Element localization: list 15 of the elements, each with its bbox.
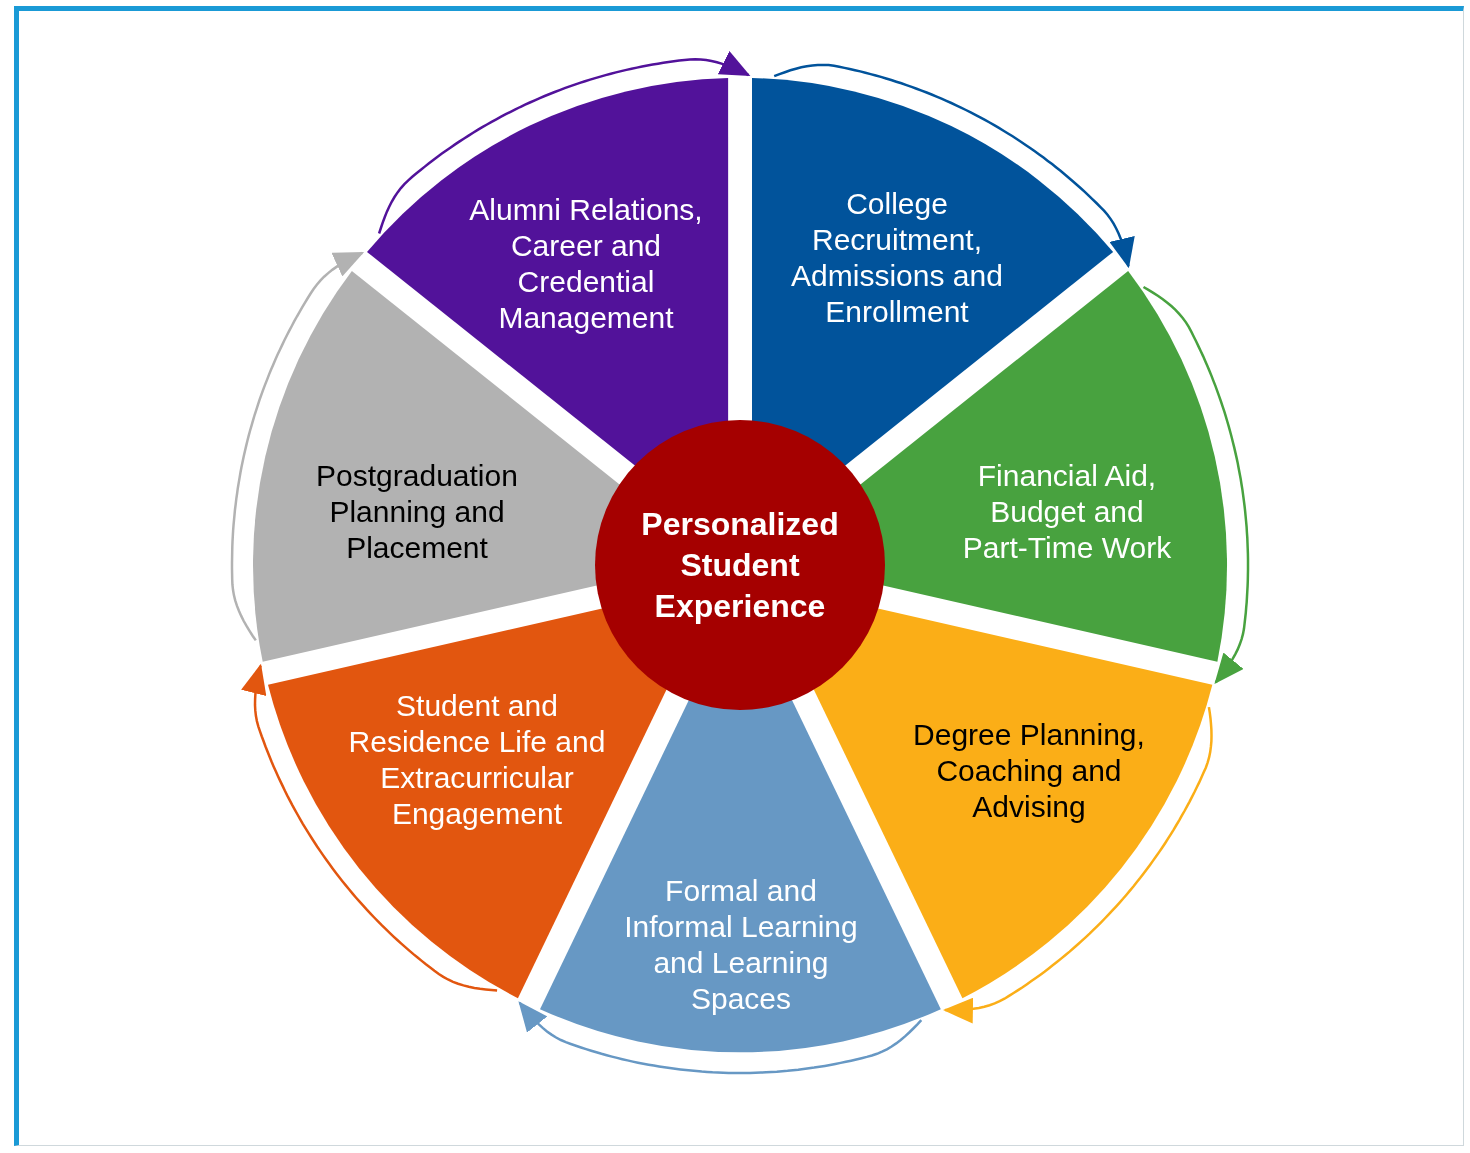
segment-label: Postgraduation Planning and Placement — [315, 458, 519, 566]
cycle-arrow — [1142, 285, 1250, 684]
segment-label: College Recruitment, Admissions and Enrollment — [790, 186, 1004, 330]
cycle-arrow — [377, 50, 751, 234]
segment-label: Student and Residence Life and Extracurricular Engagement — [347, 688, 607, 832]
cycle-arrow — [942, 706, 1213, 1024]
cycle-arrow — [518, 1001, 923, 1075]
hub-label: Personalized Student Experience — [640, 504, 840, 626]
cycle-arrow — [230, 251, 365, 642]
segment-label: Alumni Relations, Career and Credential Management — [468, 192, 704, 336]
cycle-arrow — [241, 663, 498, 992]
segment-label: Formal and Informal Learning and Learning Spaces — [623, 873, 859, 1017]
cycle-arrow — [773, 63, 1135, 269]
segment-label: Financial Aid, Budget and Part-Time Work — [961, 458, 1173, 566]
segment-label: Degree Planning, Coaching and Advising — [912, 717, 1146, 825]
